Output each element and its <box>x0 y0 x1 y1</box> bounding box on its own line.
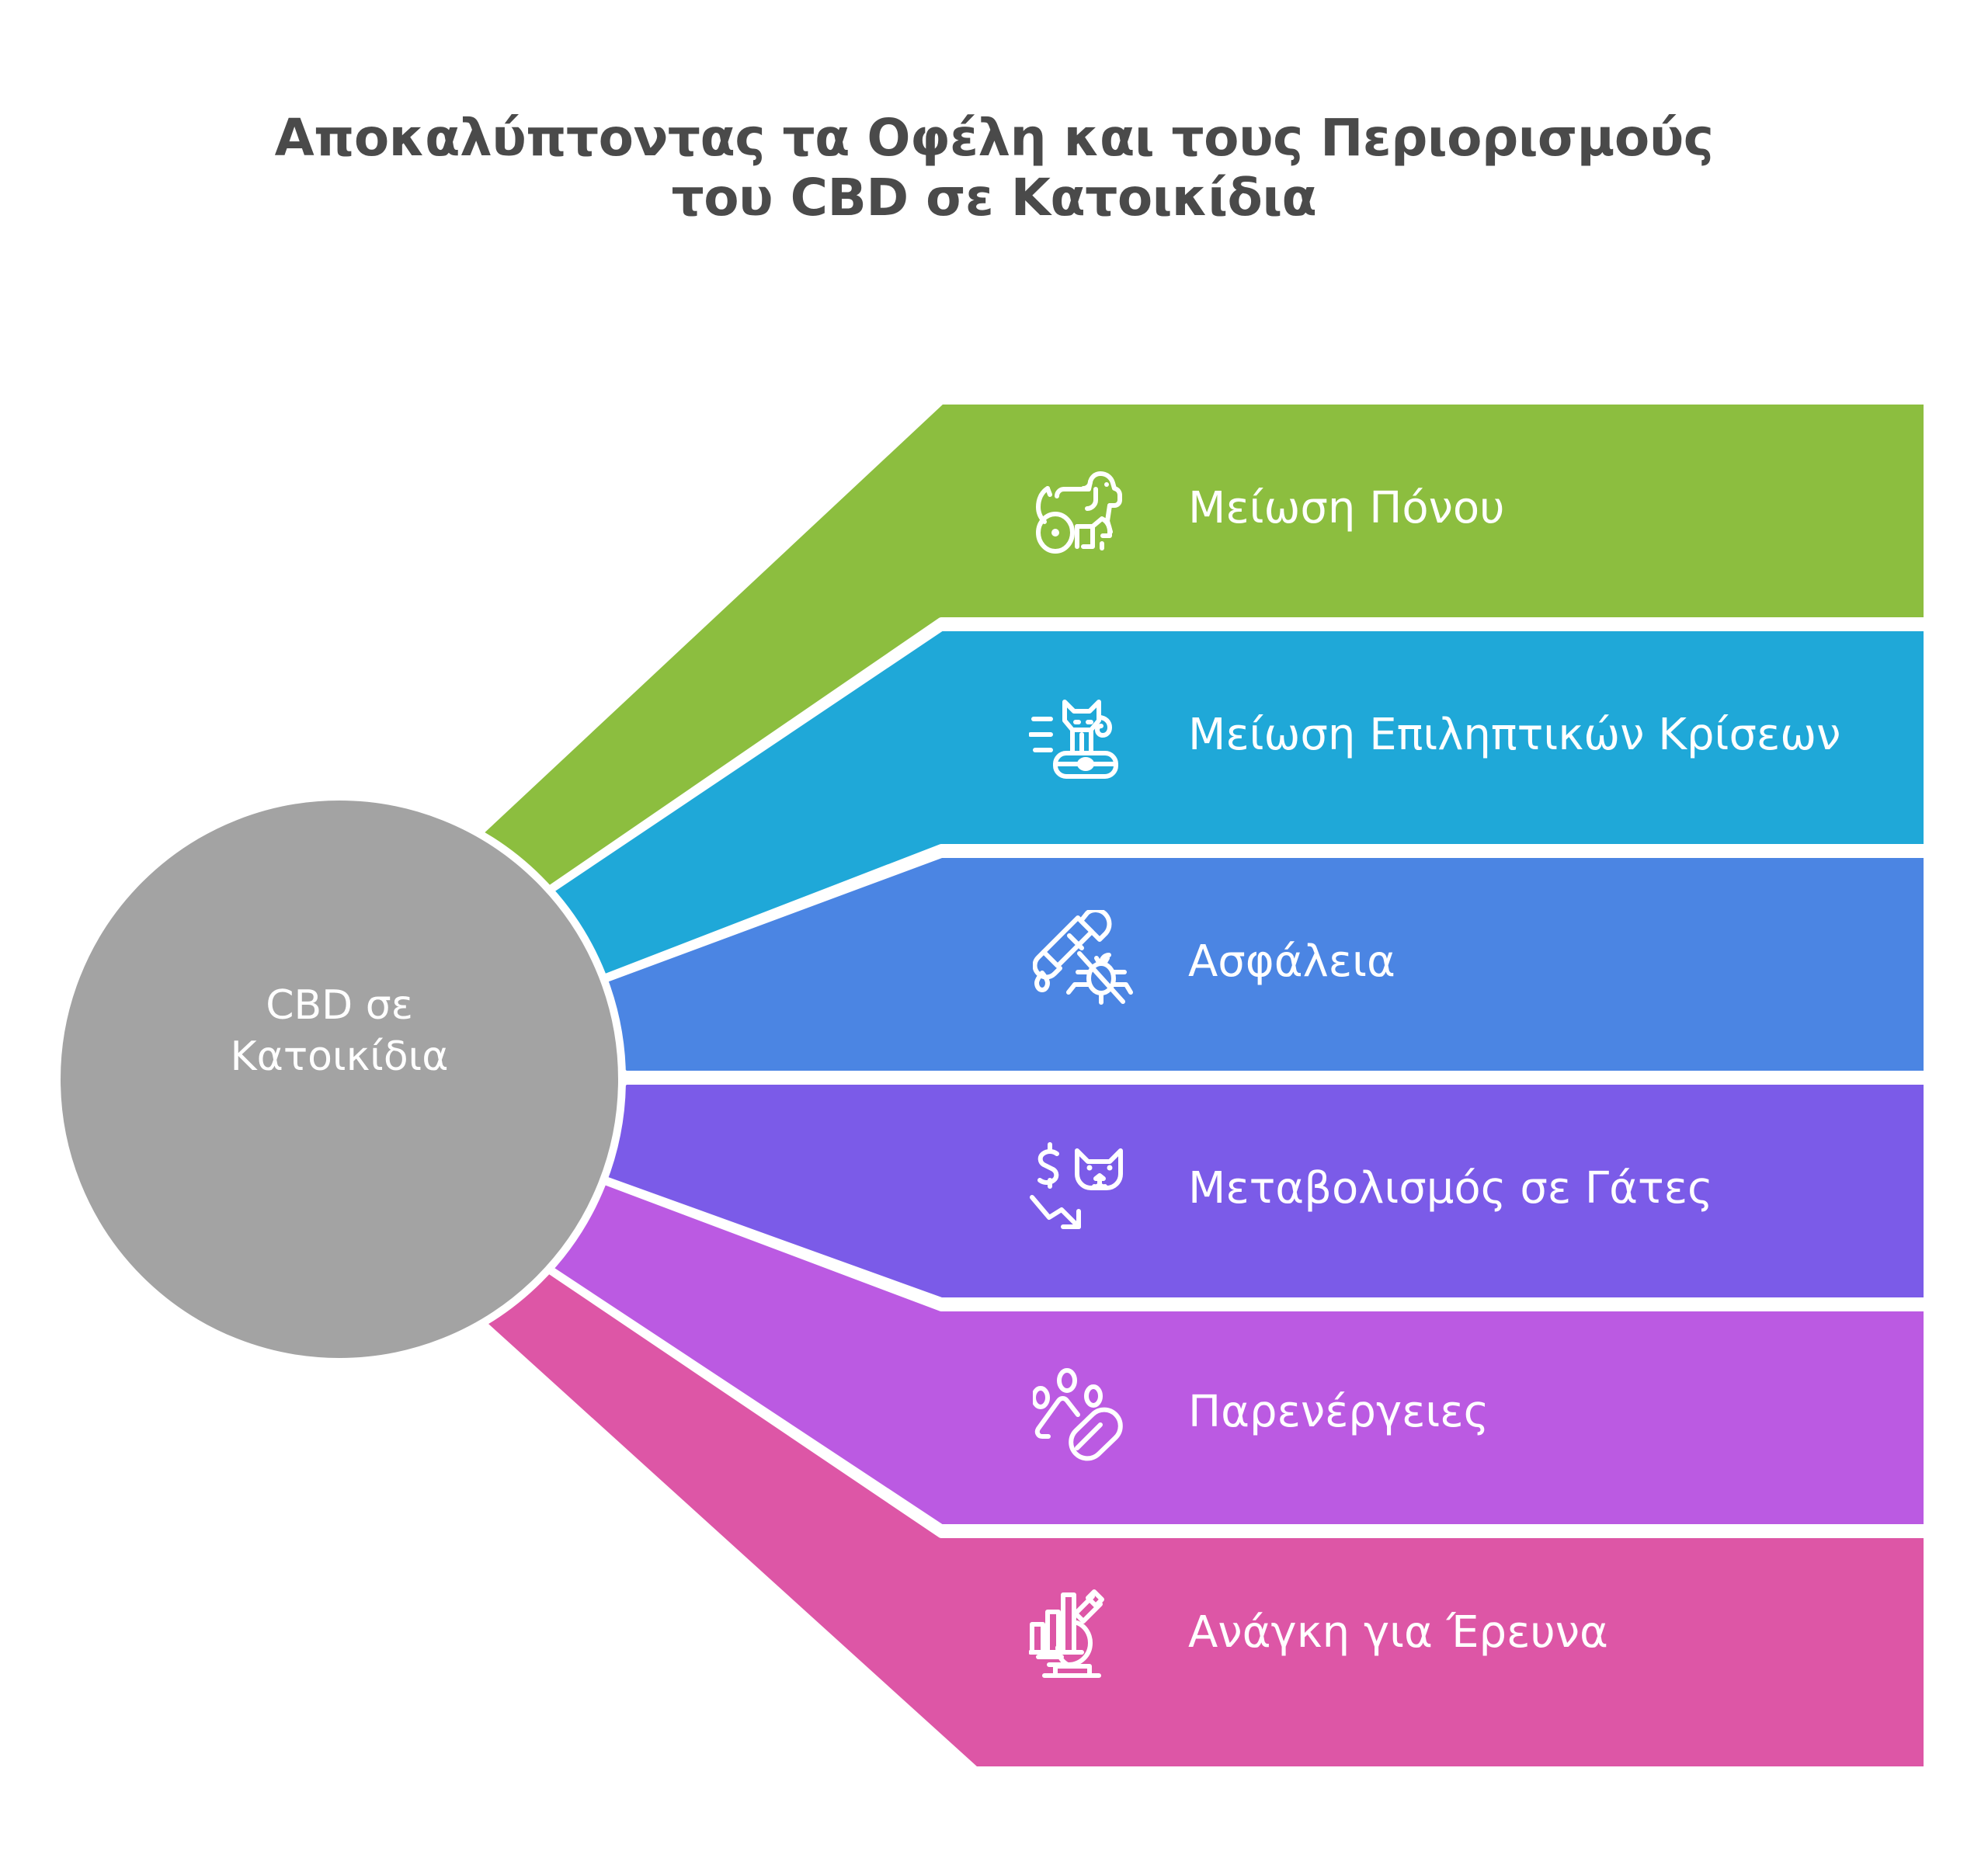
band-label-6: Ανάγκη για Έρευνα <box>1188 1607 1608 1658</box>
band-label-1: Μείωση Πόνου <box>1188 483 1505 533</box>
dog-wheelchair-icon <box>1029 463 1130 556</box>
microscope-chart-icon <box>1029 1585 1138 1685</box>
hub-label: CBD σε Κατοικίδια <box>57 980 622 1082</box>
band-label-5: Παρενέργειες <box>1188 1387 1489 1437</box>
dropper-no-bug-icon <box>1033 910 1138 1011</box>
band-label-3: Ασφάλεια <box>1188 936 1395 987</box>
hub-label-line-2: Κατοικίδια <box>230 1033 449 1081</box>
hub-circle[interactable] <box>53 793 626 1366</box>
paw-pill-icon <box>1033 1368 1138 1465</box>
cat-on-skateboard-icon <box>1029 691 1138 784</box>
cat-dollar-down-icon <box>1029 1140 1138 1237</box>
band-label-2: Μείωση Επιληπτικών Κρίσεων <box>1188 710 1841 760</box>
band-label-4: Μεταβολισμός σε Γάτες <box>1188 1163 1713 1214</box>
hub-label-line-1: CBD σε <box>266 982 413 1029</box>
